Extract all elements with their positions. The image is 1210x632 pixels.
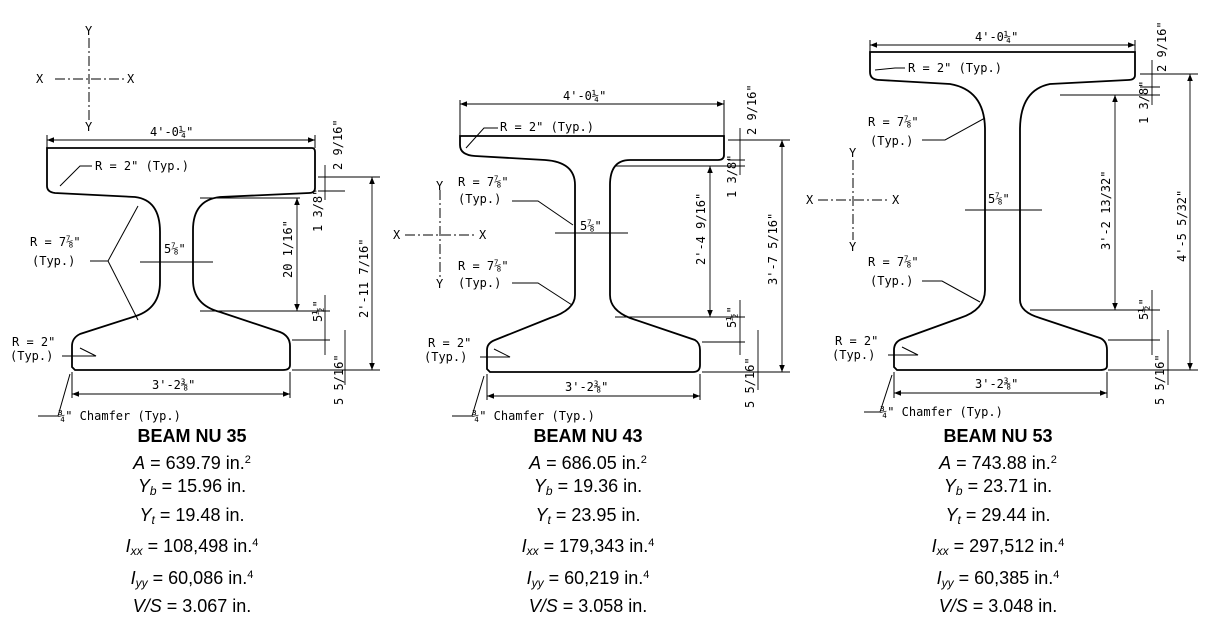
radius-bot-typ-label: (Typ.): [424, 350, 467, 364]
axis-symbol-nu53: [818, 160, 888, 240]
axis-symbol-nu43: [405, 190, 475, 280]
bot-flange-label: 5 5/16": [743, 357, 757, 408]
axis-label-y-top: Y: [85, 24, 93, 38]
beam-title: BEAM NU 53: [943, 426, 1053, 446]
beam-title: BEAM NU 43: [533, 426, 643, 446]
bottom-width-label: 3'-2⅜": [152, 378, 195, 392]
ixx-line: Ixx = 297,512 in.4: [931, 536, 1065, 558]
radius-mid-label: R = 7⅞": [30, 235, 81, 249]
axis-label-y-top: Y: [849, 146, 857, 160]
top-taper-label: 1 3/8": [311, 189, 325, 232]
bot-taper-label: 5½": [1137, 298, 1151, 320]
beam-nu35-outline: [46, 147, 316, 371]
axis-label-y-bottom: Y: [85, 120, 93, 134]
radius-bot-label: R = 2": [835, 334, 878, 348]
beam-nu53-outline: [869, 51, 1136, 371]
yt-line: Yt = 29.44 in.: [945, 504, 1051, 527]
bot-taper-label: 5½": [725, 306, 739, 328]
radius-top-label: R = 2" (Typ.): [908, 61, 1002, 75]
bot-flange-label: 5 5/16": [1153, 354, 1167, 405]
top-taper-label: 1 3/8": [1137, 81, 1151, 124]
radius-mid-typ-label: (Typ.): [458, 192, 501, 206]
axis-labels: X X Y Y X X Y Y X X Y Y: [36, 24, 900, 291]
top-width-label: 4'-0¼": [563, 89, 606, 103]
radius-mid-typ-label: (Typ.): [32, 254, 75, 268]
axis-label-x-left: X: [36, 72, 44, 86]
chamfer-label: ¾" Chamfer (Typ.): [880, 405, 1003, 419]
yt-line: Yt = 19.48 in.: [139, 504, 245, 527]
radius-mid-label: R = 7⅞": [868, 115, 919, 129]
axis-symbol-nu35: [55, 38, 125, 120]
axis-label-x-right: X: [127, 72, 135, 86]
ixx-line: Ixx = 179,343 in.4: [521, 536, 655, 558]
beam-nu53-labels: 4'-0¼" R = 2" (Typ.) R = 7⅞" (Typ.) 5⅞" …: [832, 21, 1189, 419]
beam-nu43-properties: BEAM NU 43 A = 686.05 in.2 Yb = 19.36 in…: [438, 425, 738, 619]
beam-nu53-drawing: [818, 40, 1198, 413]
ixx-line: Ixx = 108,498 in.4: [125, 536, 259, 558]
yb-line: Yb = 19.36 in.: [533, 476, 643, 498]
total-height-label: 4'-5 5/32": [1175, 190, 1189, 262]
bottom-width-label: 3'-2⅜": [565, 380, 608, 394]
web-width-label: 5⅞": [580, 219, 602, 233]
total-height-label: 2'-11 7/16": [357, 239, 371, 318]
iyy-line: Iyy = 60,086 in.4: [130, 567, 254, 590]
yt-line: Yt = 23.95 in.: [535, 504, 641, 527]
vs-line: V/S = 3.048 in.: [938, 596, 1058, 616]
beam-nu53-properties: BEAM NU 53 A = 743.88 in.2 Yb = 23.71 in…: [848, 425, 1148, 619]
top-flange-label: 2 9/16": [331, 119, 345, 170]
area-line: A = 743.88 in.2: [939, 452, 1057, 473]
axis-label-y-bottom: Y: [436, 277, 444, 291]
radius-mid-label-lower: R = 7⅞": [458, 259, 509, 273]
radius-bot-label: R = 2": [428, 336, 471, 350]
web-height-label: 2'-4 9/16": [694, 193, 708, 265]
radius-mid-typ-label-lower: (Typ.): [458, 276, 501, 290]
bot-flange-label: 5 5/16": [332, 354, 346, 405]
web-width-label: 5⅞": [164, 242, 186, 256]
beam-nu35-labels: 4'-0¼" R = 2" (Typ.) R = 7⅞" (Typ.) 5⅞" …: [10, 119, 371, 423]
top-width-label: 4'-0¼": [975, 30, 1018, 44]
area-line: A = 639.79 in.2: [133, 452, 251, 473]
web-height-label: 3'-2 13/32": [1099, 171, 1113, 250]
web-width-label: 5⅞": [988, 192, 1010, 206]
radius-bot-label: R = 2": [12, 335, 55, 349]
radius-top-label: R = 2" (Typ.): [500, 120, 594, 134]
radius-bot-typ-label: (Typ.): [10, 349, 53, 363]
beam-title: BEAM NU 35: [137, 426, 247, 446]
beam-nu35-drawing: [38, 38, 380, 417]
beam-nu43-drawing: [405, 100, 790, 417]
beam-nu43-labels: 4'-0¼" R = 2" (Typ.) R = 7⅞" (Typ.) 5⅞" …: [424, 84, 780, 423]
yb-line: Yb = 15.96 in.: [137, 476, 247, 498]
top-flange-label: 2 9/16": [1155, 21, 1169, 72]
axis-label-x-left: X: [393, 228, 401, 242]
iyy-line: Iyy = 60,219 in.4: [526, 567, 650, 590]
radius-mid-typ-label: (Typ.): [870, 134, 913, 148]
radius-bot-typ-label: (Typ.): [832, 348, 875, 362]
beam-nu35-properties: BEAM NU 35 A = 639.79 in.2 Yb = 15.96 in…: [42, 425, 342, 619]
beam-nu43-outline: [459, 135, 725, 373]
top-taper-label: 1 3/8": [725, 155, 739, 198]
web-height-label: 20 1/16": [281, 220, 295, 278]
radius-mid-typ-label-lower: (Typ.): [870, 274, 913, 288]
radius-mid-label-lower: R = 7⅞": [868, 255, 919, 269]
axis-label-x-right: X: [892, 193, 900, 207]
iyy-line: Iyy = 60,385 in.4: [936, 567, 1060, 590]
chamfer-label: ¾" Chamfer (Typ.): [472, 409, 595, 423]
bottom-width-label: 3'-2⅜": [975, 377, 1018, 391]
top-width-label: 4'-0¼": [150, 125, 193, 139]
axis-label-y-top: Y: [436, 179, 444, 193]
axis-label-x-left: X: [806, 193, 814, 207]
top-flange-label: 2 9/16": [745, 84, 759, 135]
area-line: A = 686.05 in.2: [529, 452, 647, 473]
axis-label-x-right: X: [479, 228, 487, 242]
chamfer-label: ¾" Chamfer (Typ.): [58, 409, 181, 423]
bot-taper-label: 5½": [311, 300, 325, 322]
vs-line: V/S = 3.058 in.: [528, 596, 648, 616]
yb-line: Yb = 23.71 in.: [943, 476, 1053, 498]
total-height-label: 3'-7 5/16": [766, 213, 780, 285]
vs-line: V/S = 3.067 in.: [132, 596, 252, 616]
radius-mid-label: R = 7⅞": [458, 175, 509, 189]
axis-label-y-bottom: Y: [849, 240, 857, 254]
radius-top-label: R = 2" (Typ.): [95, 159, 189, 173]
